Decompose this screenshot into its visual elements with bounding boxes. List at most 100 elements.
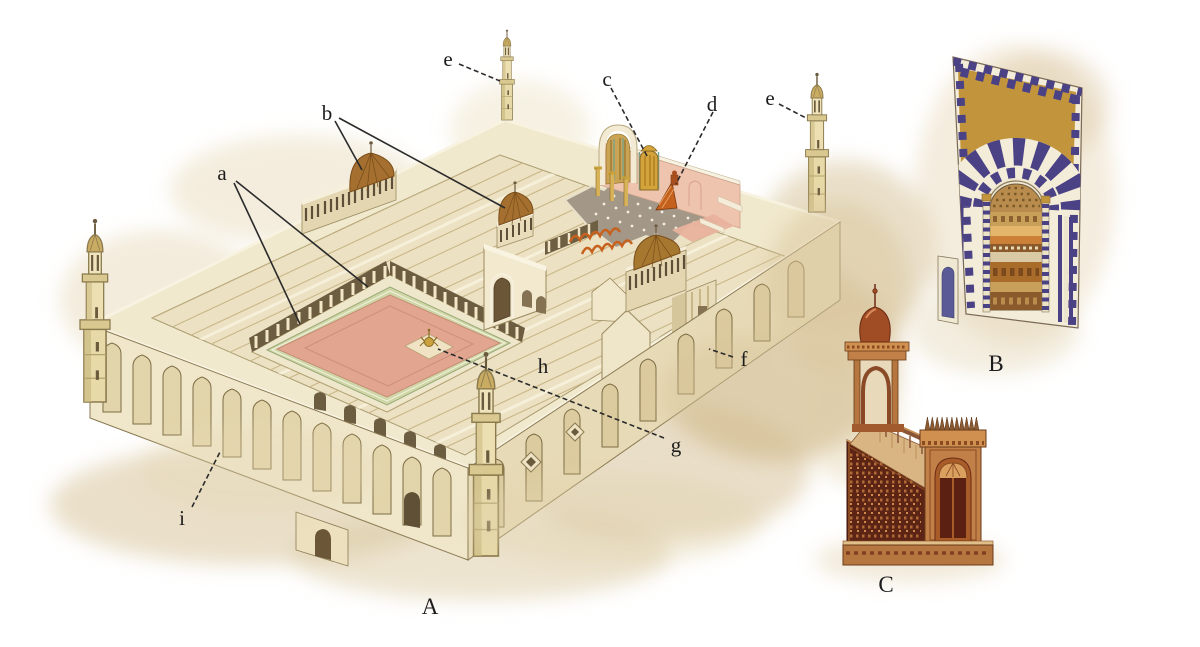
callout-h: h — [538, 354, 549, 378]
dome2-shell — [498, 191, 534, 226]
leader-line-f — [708, 348, 734, 358]
stair-treads — [879, 428, 917, 459]
riwaq-arch-row — [314, 392, 446, 463]
cut-arch-outline — [598, 124, 638, 186]
leader-line-i — [191, 451, 221, 508]
portal-door-leaf — [940, 478, 952, 538]
leader-line-g — [437, 348, 665, 439]
porch-arch — [315, 529, 331, 560]
courtyard — [250, 274, 524, 413]
haze-blob — [140, 425, 380, 515]
plinth-face — [842, 544, 994, 566]
inner-fan-blue — [973, 167, 1060, 211]
minbar-illustration — [842, 284, 994, 566]
dome-finial-ball — [369, 141, 373, 145]
courtyard-green-inner-line — [270, 290, 507, 402]
flanking-colonnettes — [981, 193, 1051, 313]
roof-strip-highlight — [152, 155, 790, 455]
cut-roof-slab — [717, 195, 743, 213]
fountain-finial — [420, 331, 438, 342]
figure-row — [568, 227, 622, 243]
cutaway-prayer-hall — [545, 124, 743, 255]
leader-line-e1 — [458, 63, 501, 82]
dome2-finial-ball — [513, 181, 517, 185]
dome2-drum-slits — [500, 218, 532, 242]
figure-row — [580, 239, 634, 255]
minaret-east — [804, 71, 830, 214]
minbar-step-lines — [658, 185, 675, 209]
callout-a: a — [217, 161, 227, 185]
callout-d: d — [707, 92, 718, 116]
facade-diamond-openings — [520, 422, 585, 473]
hall-gold-columns — [594, 166, 630, 206]
canopy-floor — [852, 424, 904, 432]
mihrab-illustration — [937, 56, 1083, 329]
dome3-ribs — [641, 234, 673, 269]
voussoir-blue-arc — [953, 137, 1082, 211]
front-riwaq-arches — [314, 392, 446, 463]
canopy-finial-ball — [872, 288, 878, 294]
dome-shell — [349, 152, 395, 193]
niche-honeycomb — [993, 186, 1040, 208]
leader-line-c — [610, 87, 648, 157]
caption-B: B — [988, 351, 1003, 376]
callout-c: c — [602, 67, 611, 91]
leader-lines — [191, 63, 807, 508]
caption-C: C — [878, 572, 893, 597]
callout-g: g — [671, 433, 682, 457]
haze-blob — [462, 475, 762, 565]
cut-arcade-columns — [547, 224, 591, 252]
portal-arch-border — [489, 272, 515, 324]
portal-spikes — [924, 416, 980, 431]
cut-transverse-arch — [599, 124, 637, 185]
portal-door-leaf — [954, 478, 966, 538]
arch-head-rays — [945, 462, 961, 477]
minbar-canopy-dome — [672, 170, 677, 176]
colonnette-capital — [981, 193, 992, 202]
callout-e1: e — [443, 47, 452, 71]
canopy-post — [853, 357, 861, 431]
callout-letters: a b c d e e f g h i A B C — [179, 47, 1004, 619]
gold-column-outline — [595, 168, 625, 206]
canopy-entablature — [847, 349, 907, 361]
minbar-portal — [919, 416, 987, 546]
dome-ribs — [356, 152, 390, 192]
portal-side-arches — [522, 290, 546, 314]
caption-A: A — [422, 594, 439, 619]
colonnade-slits — [304, 176, 394, 221]
portal-arch-doorway — [493, 277, 511, 323]
lattice-ornament — [850, 453, 921, 538]
callout-i: i — [179, 506, 185, 530]
fountain-finial-ball — [427, 328, 431, 332]
diamond-opening-inner — [526, 457, 536, 467]
colonnette-capital — [1040, 195, 1051, 204]
facade-doorway — [404, 492, 420, 528]
pavilion-colonnade-slits — [628, 255, 686, 290]
canopy-post — [891, 357, 899, 431]
minaret-north — [498, 28, 516, 121]
pink-carpet — [672, 214, 734, 242]
mihrab-side-block — [937, 255, 959, 325]
canopy-arch — [861, 365, 891, 428]
dome3-finial-ball — [654, 224, 658, 228]
transept-portal-block — [483, 181, 547, 331]
courtyard-pink-inner-line — [303, 305, 475, 387]
callout-f: f — [741, 347, 748, 371]
diamond-opening-inner — [571, 428, 579, 436]
callout-b: b — [322, 101, 333, 125]
leader-line-d — [675, 111, 714, 185]
dome-highlight — [865, 308, 877, 319]
checker-row — [953, 57, 1082, 97]
portal-cornice — [484, 244, 546, 271]
mosque-aerial-view — [78, 28, 842, 567]
niche-bands — [990, 212, 1042, 310]
courtyard-pink-floor — [275, 294, 502, 398]
cut-roof-slab — [699, 217, 725, 234]
dome-1 — [349, 141, 395, 193]
gold-column-capitals — [594, 166, 630, 180]
mihrab-colonnettes — [644, 155, 655, 186]
dome3-shell — [633, 234, 681, 271]
praying-figures — [568, 227, 634, 255]
